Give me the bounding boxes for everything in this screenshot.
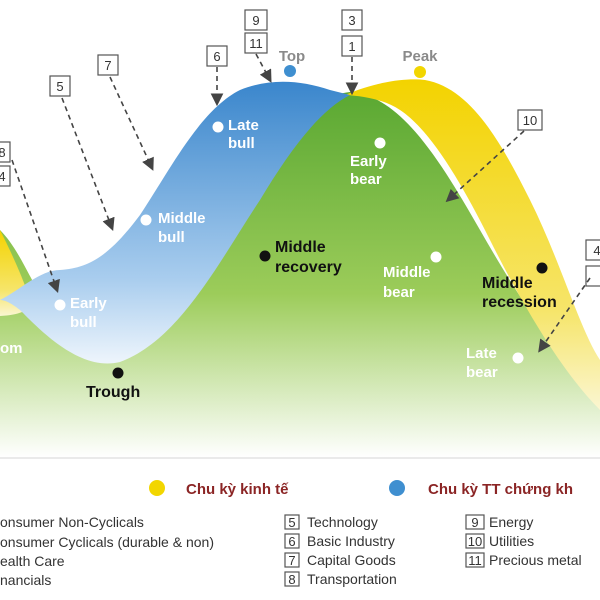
svg-text:6: 6 — [288, 534, 295, 549]
badge-4-partial-right: 4 — [585, 239, 600, 261]
middle-recession-label: Middle recession — [482, 275, 557, 311]
sector-item: ealth Care — [0, 553, 65, 569]
sector-list-col2: 5 Technology 6 Basic Industry 7 Capital … — [284, 514, 397, 587]
svg-text:7: 7 — [104, 58, 111, 73]
early-bull-label: Early bull — [70, 295, 111, 331]
top-dot — [284, 65, 296, 77]
early-bull-dot — [54, 299, 66, 311]
svg-text:1: 1 — [348, 39, 355, 54]
svg-text:11: 11 — [249, 36, 263, 51]
arrow-8-early-bull — [11, 159, 60, 294]
late-bear-dot — [512, 352, 524, 364]
badge-8-partial: 8 — [0, 141, 11, 163]
stock-cycle-legend-dot — [389, 480, 405, 496]
svg-text:5: 5 — [56, 79, 63, 94]
boom-partial-label: om — [0, 340, 23, 357]
peak-dot — [414, 66, 426, 78]
badge-9: 9 — [244, 9, 268, 31]
badge-7: 7 — [97, 54, 119, 76]
badge-6: 6 — [206, 45, 228, 67]
badge-blank-partial-right — [585, 265, 600, 287]
economic-cycle-area — [0, 92, 600, 458]
svg-text:4: 4 — [593, 243, 600, 258]
early-bear-dot — [374, 137, 386, 149]
middle-recovery-dot — [259, 250, 271, 262]
sector-item: Utilities — [489, 533, 534, 549]
svg-text:8: 8 — [288, 572, 295, 587]
sector-item: Energy — [489, 514, 533, 530]
svg-text:10: 10 — [523, 113, 537, 128]
middle-recession-dot — [536, 262, 548, 274]
badge-4-partial-left: 4 — [0, 165, 11, 187]
svg-text:9: 9 — [252, 13, 259, 28]
stock-cycle-legend-label: Chu kỳ TT chứng kh — [428, 481, 573, 498]
middle-bull-dot — [140, 214, 152, 226]
svg-text:9: 9 — [471, 515, 478, 530]
svg-text:8: 8 — [0, 145, 6, 160]
svg-text:11: 11 — [468, 553, 482, 568]
svg-text:5: 5 — [288, 515, 295, 530]
peak-label: Peak — [402, 48, 438, 65]
trough-dot — [112, 367, 124, 379]
late-bull-dot — [212, 121, 224, 133]
middle-bear-dot — [430, 251, 442, 263]
badge-11: 11 — [244, 32, 268, 54]
badge-10: 10 — [517, 109, 543, 131]
middle-bear-label: Middle bear — [383, 264, 435, 301]
svg-text:4: 4 — [0, 169, 6, 184]
sector-item: Capital Goods — [307, 552, 396, 568]
arrow-11-top — [255, 53, 272, 83]
arrow-5-early-bull — [61, 97, 115, 231]
sector-item: Precious metal — [489, 552, 582, 568]
svg-text:6: 6 — [213, 49, 220, 64]
middle-bull-label: Middle bull — [158, 210, 210, 246]
late-bear-label: Late bear — [466, 345, 501, 381]
arrow-7-middle-bull — [109, 76, 154, 171]
svg-text:3: 3 — [348, 13, 355, 28]
late-bull-label: Late bull — [228, 117, 263, 152]
stock-cycle-area — [0, 81, 350, 364]
top-label: Top — [279, 48, 305, 65]
badge-5: 5 — [49, 75, 71, 97]
middle-recovery-label: Middle recovery — [275, 239, 342, 276]
sector-item: Technology — [307, 514, 378, 530]
economic-peak-area — [345, 79, 600, 410]
sector-item: nancials — [0, 572, 51, 588]
economic-cycle-legend-dot — [149, 480, 165, 496]
sector-item: Transportation — [307, 571, 397, 587]
badge-1: 1 — [341, 35, 363, 57]
sector-item: Basic Industry — [307, 533, 395, 549]
sector-item: onsumer Non-Cyclicals — [0, 514, 144, 530]
svg-text:10: 10 — [468, 534, 482, 549]
economic-cycle-legend-label: Chu kỳ kinh tế — [186, 481, 289, 498]
arrow-10-early-bear — [445, 130, 525, 203]
sector-list-col3: 9 Energy 10 Utilities 11 Precious metal — [465, 514, 582, 568]
sector-list-col1: onsumer Non-Cyclicals onsumer Cyclicals … — [0, 514, 214, 588]
sector-item: onsumer Cyclicals (durable & non) — [0, 534, 214, 550]
arrow-4-late-bear — [538, 277, 591, 353]
trough-label: Trough — [86, 384, 140, 401]
svg-text:7: 7 — [288, 553, 295, 568]
early-bear-label: Early bear — [350, 153, 391, 188]
badge-3: 3 — [341, 9, 363, 31]
